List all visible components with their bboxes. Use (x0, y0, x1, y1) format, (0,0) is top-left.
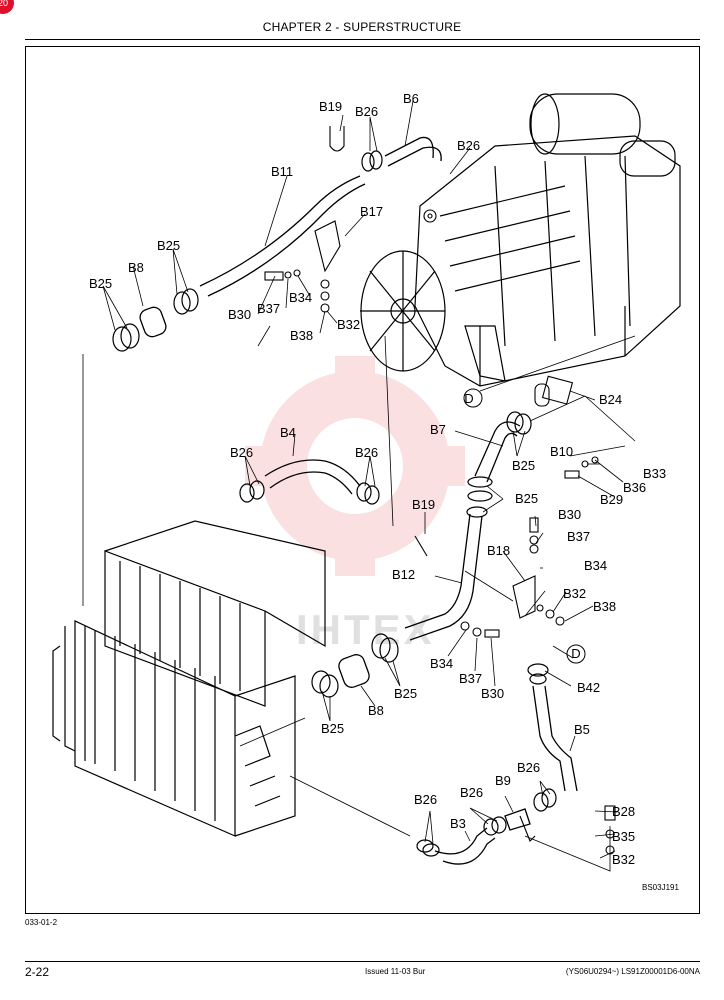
label-b18: B18 (487, 543, 510, 558)
label-b4: B4 (280, 425, 296, 440)
label-b8-low: B8 (368, 703, 384, 718)
label-b32-low: B32 (612, 852, 635, 867)
leader-lines (102, 100, 624, 859)
label-b25-low: B25 (394, 686, 417, 701)
label-b9: B9 (495, 773, 511, 788)
label-b30-mid: B30 (558, 507, 581, 522)
label-b5: B5 (574, 722, 590, 737)
footer-rule (25, 961, 700, 962)
label-b19-top: B19 (319, 99, 342, 114)
label-b37-mid: B37 (567, 529, 590, 544)
label-b25-b7: B25 (512, 458, 535, 473)
label-b38-top: B38 (290, 328, 313, 343)
label-b26-b3-left: B26 (414, 792, 437, 807)
watermark-text: IHTEX (296, 606, 435, 653)
part-labels: B19 B26 B6 B26 B11 B17 B25 B8 B25 B30 B3… (89, 91, 679, 892)
label-b25-rad: B25 (321, 721, 344, 736)
detail-markers (463, 388, 586, 664)
hose-clamps (112, 150, 557, 857)
page-number: 2-22 (25, 965, 50, 979)
figure-reference: 033-01-2 (25, 918, 58, 927)
corner-marker: 20 (0, 0, 14, 14)
hoses (139, 136, 578, 865)
label-b25-far-left: B25 (89, 276, 112, 291)
label-b26-b5: B26 (517, 760, 540, 775)
label-b37-low: B37 (459, 671, 482, 686)
watermark-gear (245, 356, 465, 576)
document-reference: (YS06U0294~) LS91Z00001D6-00NA (565, 967, 700, 976)
label-b25-mid: B25 (515, 491, 538, 506)
label-b12: B12 (392, 567, 415, 582)
label-d-top: D (464, 391, 473, 406)
label-b8-top: B8 (128, 260, 144, 275)
hardware (264, 126, 616, 855)
figure-code: BS03J191 (642, 883, 679, 892)
label-b32-mid: B32 (563, 586, 586, 601)
label-b37-top: B37 (257, 301, 280, 316)
label-b36: B36 (623, 480, 646, 495)
label-b25-left-top: B25 (157, 238, 180, 253)
label-b6: B6 (403, 91, 419, 106)
label-b42: B42 (577, 680, 600, 695)
label-b7: B7 (430, 422, 446, 437)
label-b30-top: B30 (228, 307, 251, 322)
label-b26-b6: B26 (457, 138, 480, 153)
label-b24: B24 (599, 392, 622, 407)
label-b3: B3 (450, 816, 466, 831)
label-b28: B28 (612, 804, 635, 819)
label-d-low: D (571, 646, 580, 661)
label-b38-mid: B38 (593, 599, 616, 614)
label-b33: B33 (643, 466, 666, 481)
label-b29: B29 (600, 492, 623, 507)
label-b32-top: B32 (337, 317, 360, 332)
label-b26-b3-right: B26 (460, 785, 483, 800)
label-b26-b4-right: B26 (355, 445, 378, 460)
label-b34-mid: B34 (584, 558, 607, 573)
exploded-parts-diagram: B19 B26 B6 B26 B11 B17 B25 B8 B25 B30 B3… (52, 91, 681, 892)
label-b17: B17 (360, 204, 383, 219)
label-b19-mid: B19 (412, 497, 435, 512)
label-b11: B11 (271, 164, 293, 179)
label-b10: B10 (550, 444, 573, 459)
radiator-assembly (52, 520, 326, 837)
label-b26-b4-left: B26 (230, 445, 253, 460)
engine-assembly (360, 93, 681, 387)
figure-frame (25, 46, 700, 914)
issued-info: Issued 11-03 Bur (365, 967, 426, 976)
label-b26-top: B26 (355, 104, 378, 119)
routing-lines (82, 325, 636, 872)
chapter-title: CHAPTER 2 - SUPERSTRUCTURE (262, 20, 462, 34)
label-b34-top: B34 (289, 290, 312, 305)
header-rule (25, 39, 700, 40)
label-b35: B35 (612, 829, 635, 844)
label-b30-low: B30 (481, 686, 504, 701)
label-b34-low: B34 (430, 656, 453, 671)
